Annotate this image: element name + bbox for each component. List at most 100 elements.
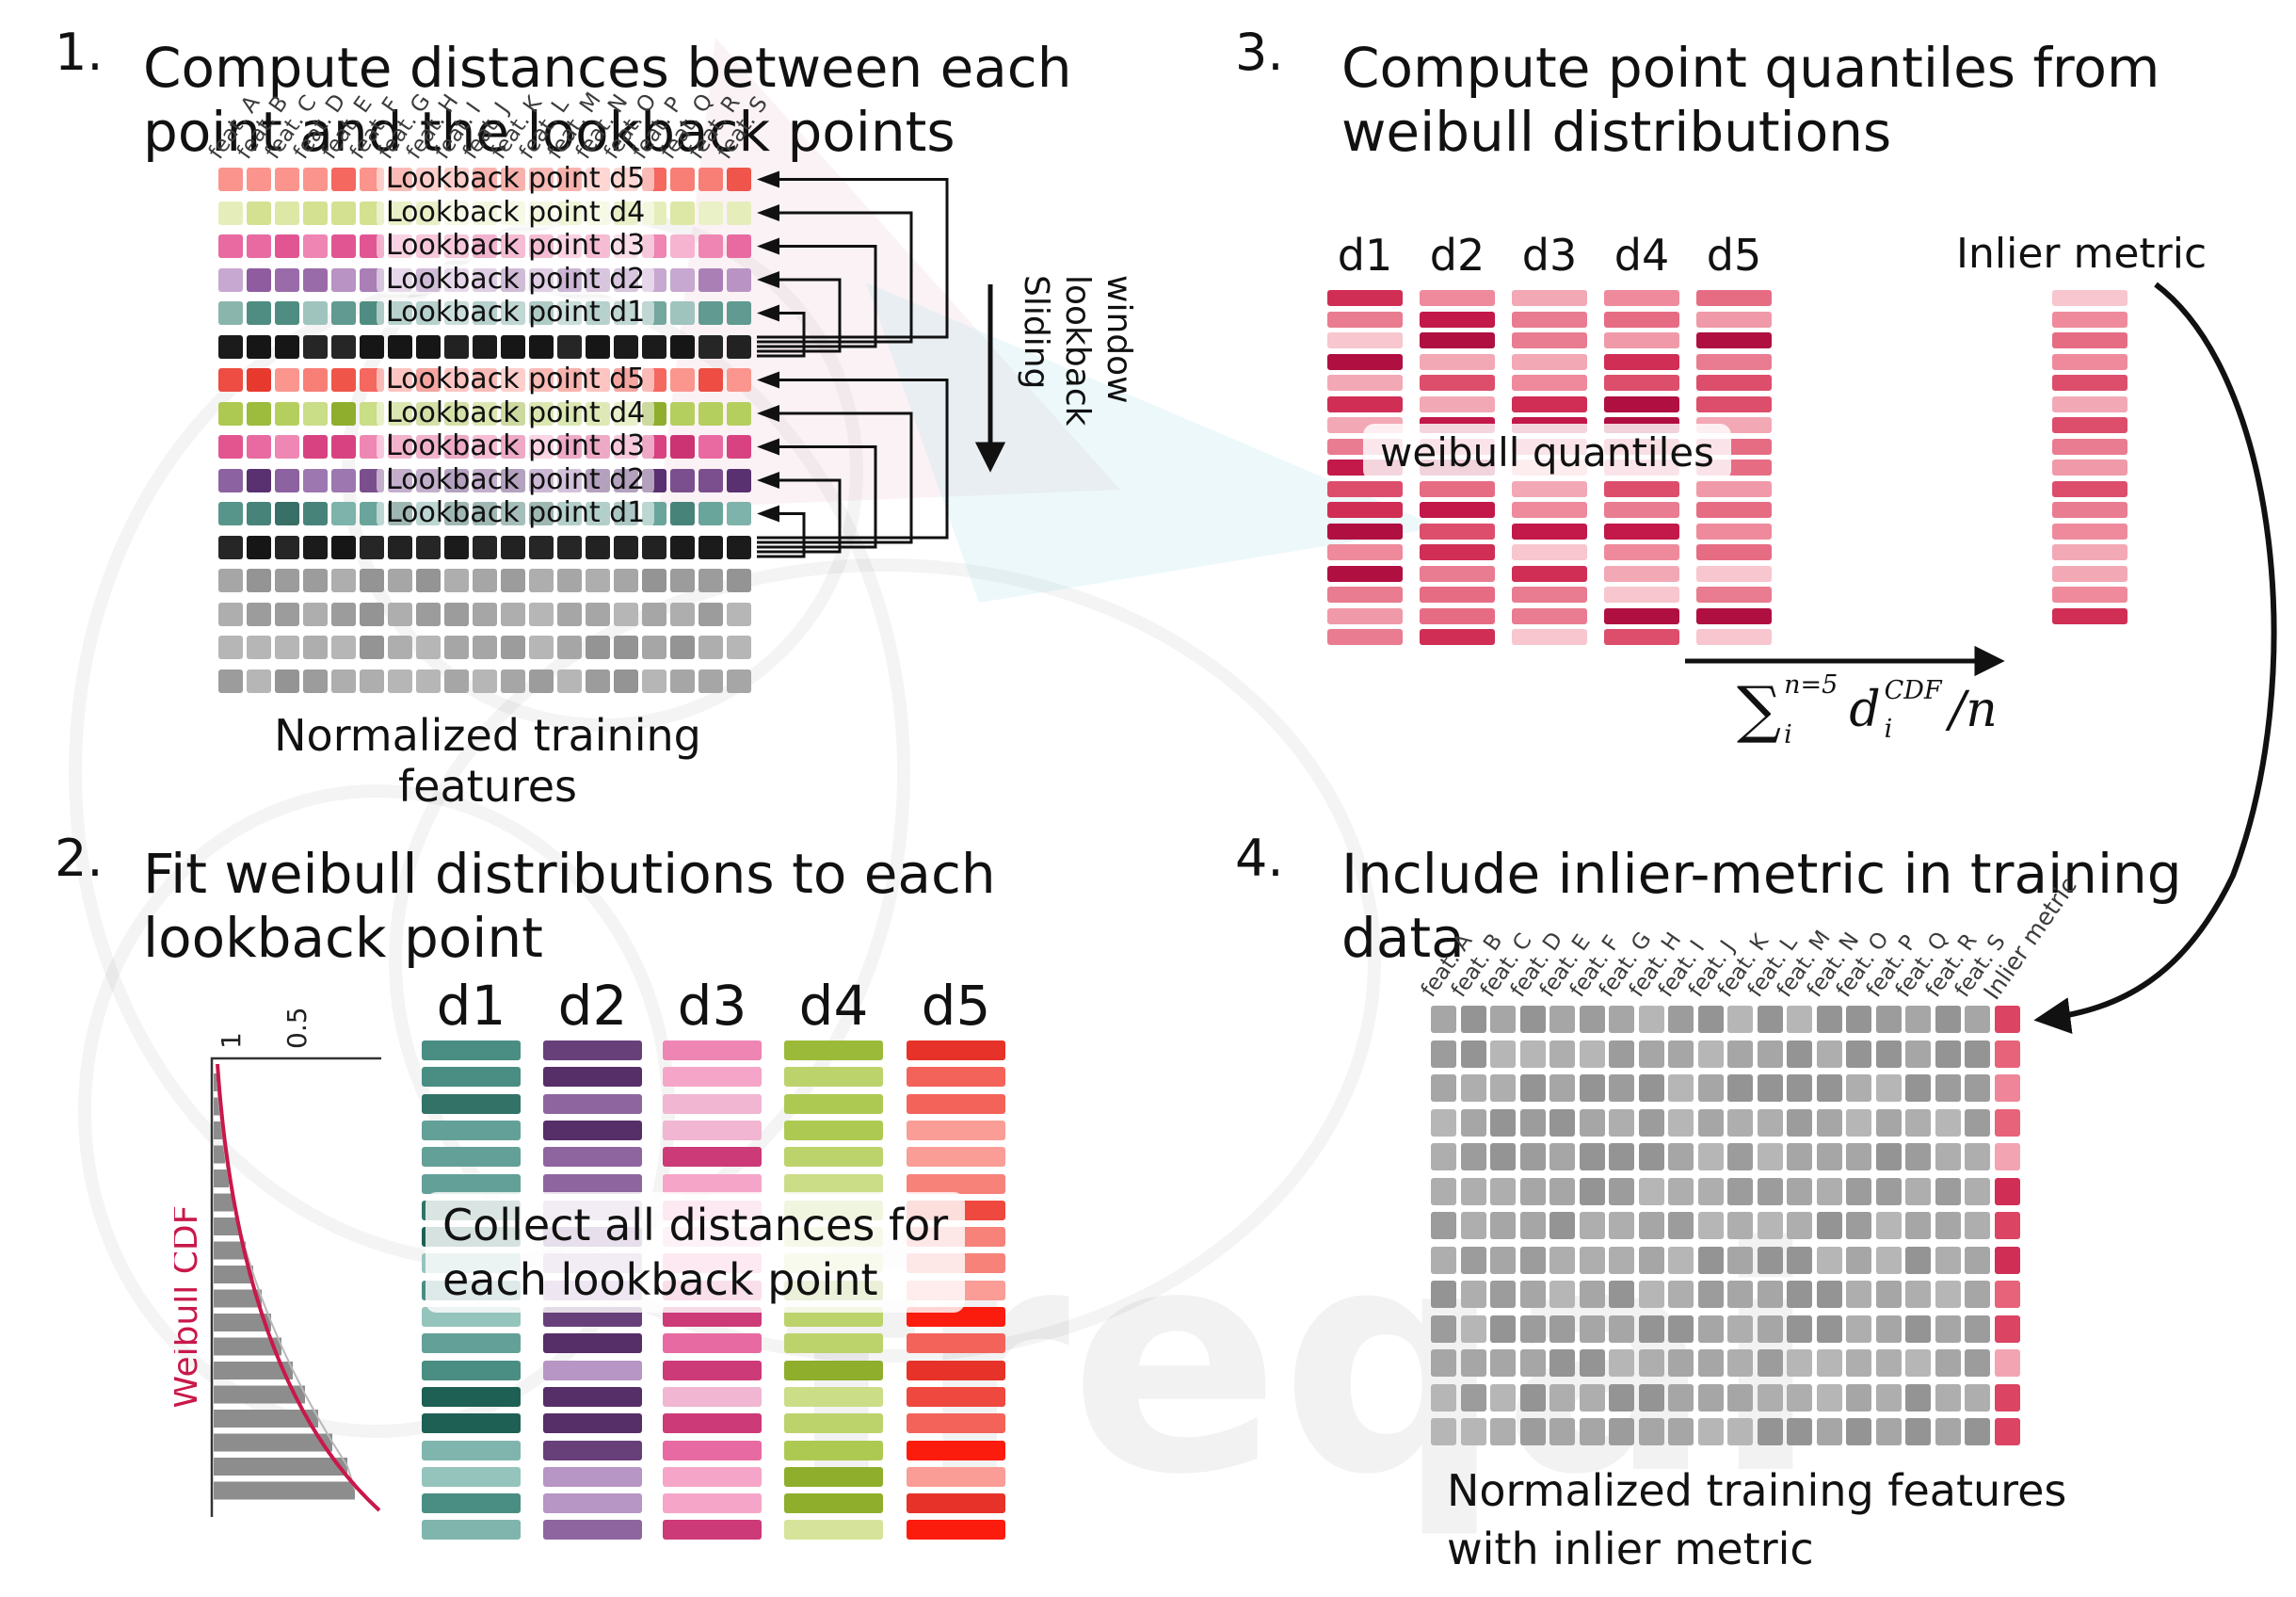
training-cell [1846,1246,1871,1274]
quantile-bar [1420,544,1495,560]
feature-cell [303,267,328,292]
feature-cell [557,669,582,693]
lookback-row-label: Lookback point d2 [377,464,655,495]
feature-cell [218,535,243,559]
quantile-bar [1420,290,1495,306]
feature-cell [247,468,271,492]
distance-bar [422,1386,521,1407]
distance-bar [543,1413,642,1434]
p3-column-label: d5 [1706,230,1762,281]
feature-cell [501,636,525,659]
feature-cell [698,334,723,359]
training-cell [1638,1383,1664,1411]
training-cell [1668,1212,1694,1239]
inlier-metric-bar [2052,332,2127,348]
feature-cell [275,669,299,693]
feature-cell [670,401,695,426]
distance-bar [663,1333,762,1354]
training-cell [1787,1143,1812,1170]
feature-cell [331,502,356,525]
feature-cell [247,168,271,191]
training-cell [1431,1212,1456,1239]
training-cell [1727,1281,1753,1308]
training-cell [1431,1074,1456,1102]
feature-cell [529,569,554,592]
feature-cell [529,535,554,559]
feature-cell [218,636,243,659]
training-cell [1579,1212,1605,1239]
training-cell [1816,1074,1842,1102]
feature-cell [247,334,271,359]
feature-cell [642,535,666,559]
training-cell [1757,1383,1783,1411]
inlier-formula: ∑ n=5 i d CDF i /n [1737,670,1998,750]
quantile-bar [1327,502,1403,518]
quantile-bar [1512,332,1587,348]
lookback-row-label: Lookback point d4 [377,397,655,428]
feature-cell [529,669,554,693]
feature-cell [416,669,441,693]
training-cell [1905,1281,1931,1308]
training-cell [1816,1006,1842,1033]
training-cell [1787,1246,1812,1274]
distance-bar [663,1520,762,1541]
feature-cell [529,334,554,359]
distance-bar [784,1067,883,1088]
training-cell [1727,1074,1753,1102]
distance-bar [784,1520,883,1541]
inlier-cell [1994,1006,2020,1033]
training-cell [1787,1212,1812,1239]
training-cell [1697,1383,1724,1411]
training-cell [1935,1074,1961,1102]
feature-cell [727,334,751,359]
inlier-cell [1994,1315,2020,1343]
training-cell [1431,1246,1456,1274]
training-cell [1697,1108,1724,1137]
watermark-cyan-shape [866,282,1440,603]
training-cell [1609,1108,1634,1137]
quantile-bar [1327,607,1403,624]
training-cell [1875,1383,1902,1411]
training-cell [1697,1315,1724,1343]
quantile-bar [1696,395,1772,412]
feature-cell [303,502,328,525]
feature-cell [727,636,751,659]
feature-cell [586,334,610,359]
training-cell [1519,1349,1546,1377]
feature-cell [416,636,441,659]
feature-cell [331,435,356,459]
feature-cell [275,636,299,659]
weibull-quantiles-label: weibull quantiles [1363,424,1731,481]
lookback-row-label: Lookback point d3 [377,231,655,261]
distance-bar [663,1040,762,1060]
training-cell [1935,1281,1961,1308]
training-cell [1965,1315,1990,1343]
feature-cell [698,267,723,292]
training-cell [1875,1074,1902,1102]
training-cell [1609,1246,1634,1274]
feature-cell [303,334,328,359]
training-cell [1965,1212,1990,1239]
inlier-cell [1994,1040,2020,1068]
feature-cell [247,502,271,525]
feature-cell [275,368,299,392]
distance-bar [907,1493,1005,1514]
inlier-metric-bar [2052,565,2127,582]
weibull-cdf-chart: 1 0.5 Weibull CDF [174,1007,381,1517]
feature-cell [275,201,299,225]
training-cell [1757,1143,1783,1170]
p3-column-label: d4 [1614,230,1670,281]
quantile-bar [1327,544,1403,560]
training-cell [1460,1315,1486,1343]
training-cell [1668,1383,1694,1411]
feature-cell [218,569,243,592]
distance-bar [784,1040,883,1060]
training-cell [1519,1246,1546,1274]
training-cell [1965,1006,1990,1033]
inlier-metric-bar [2052,460,2127,476]
training-cell [1431,1006,1456,1033]
inlier-metric-label: Inlier metric [1956,230,2208,278]
quantile-bar [1512,565,1587,582]
training-cell [1727,1212,1753,1239]
feature-cell [727,468,751,492]
